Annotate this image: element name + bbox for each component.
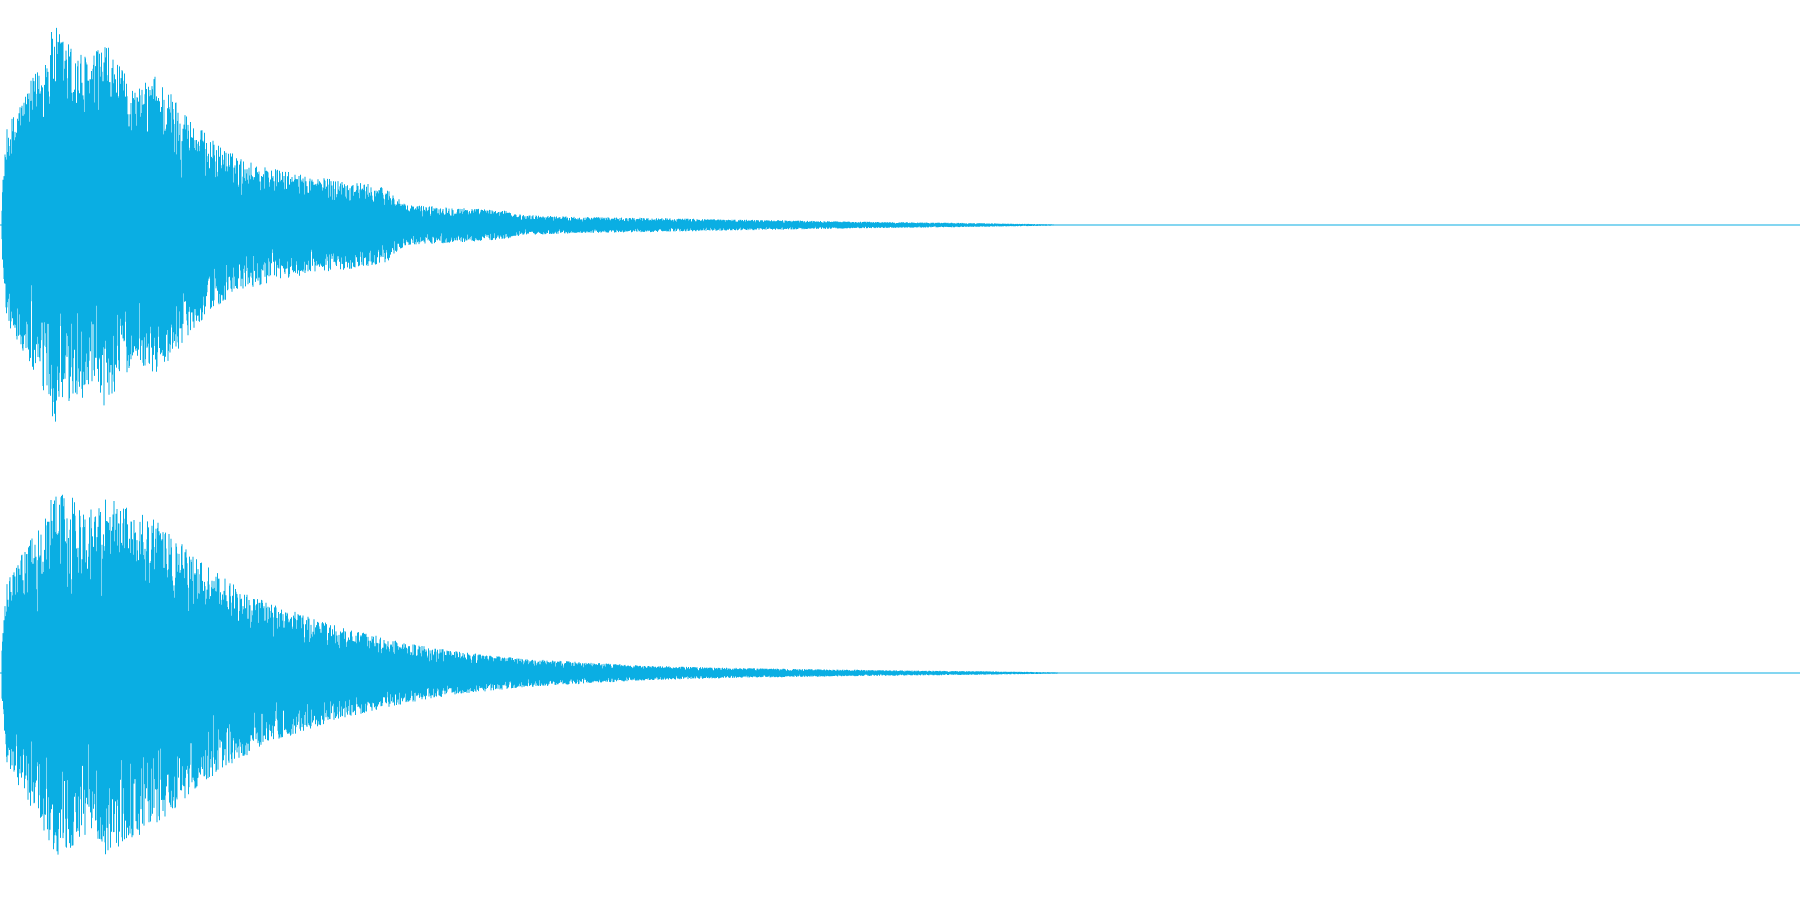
waveform-samples — [1, 27, 1054, 422]
waveform-channel-1 — [0, 27, 1800, 422]
waveform-channel-2 — [0, 494, 1800, 855]
waveform-path — [1, 494, 1058, 855]
waveform-samples — [1, 494, 1058, 855]
waveform-path — [1, 27, 1054, 422]
